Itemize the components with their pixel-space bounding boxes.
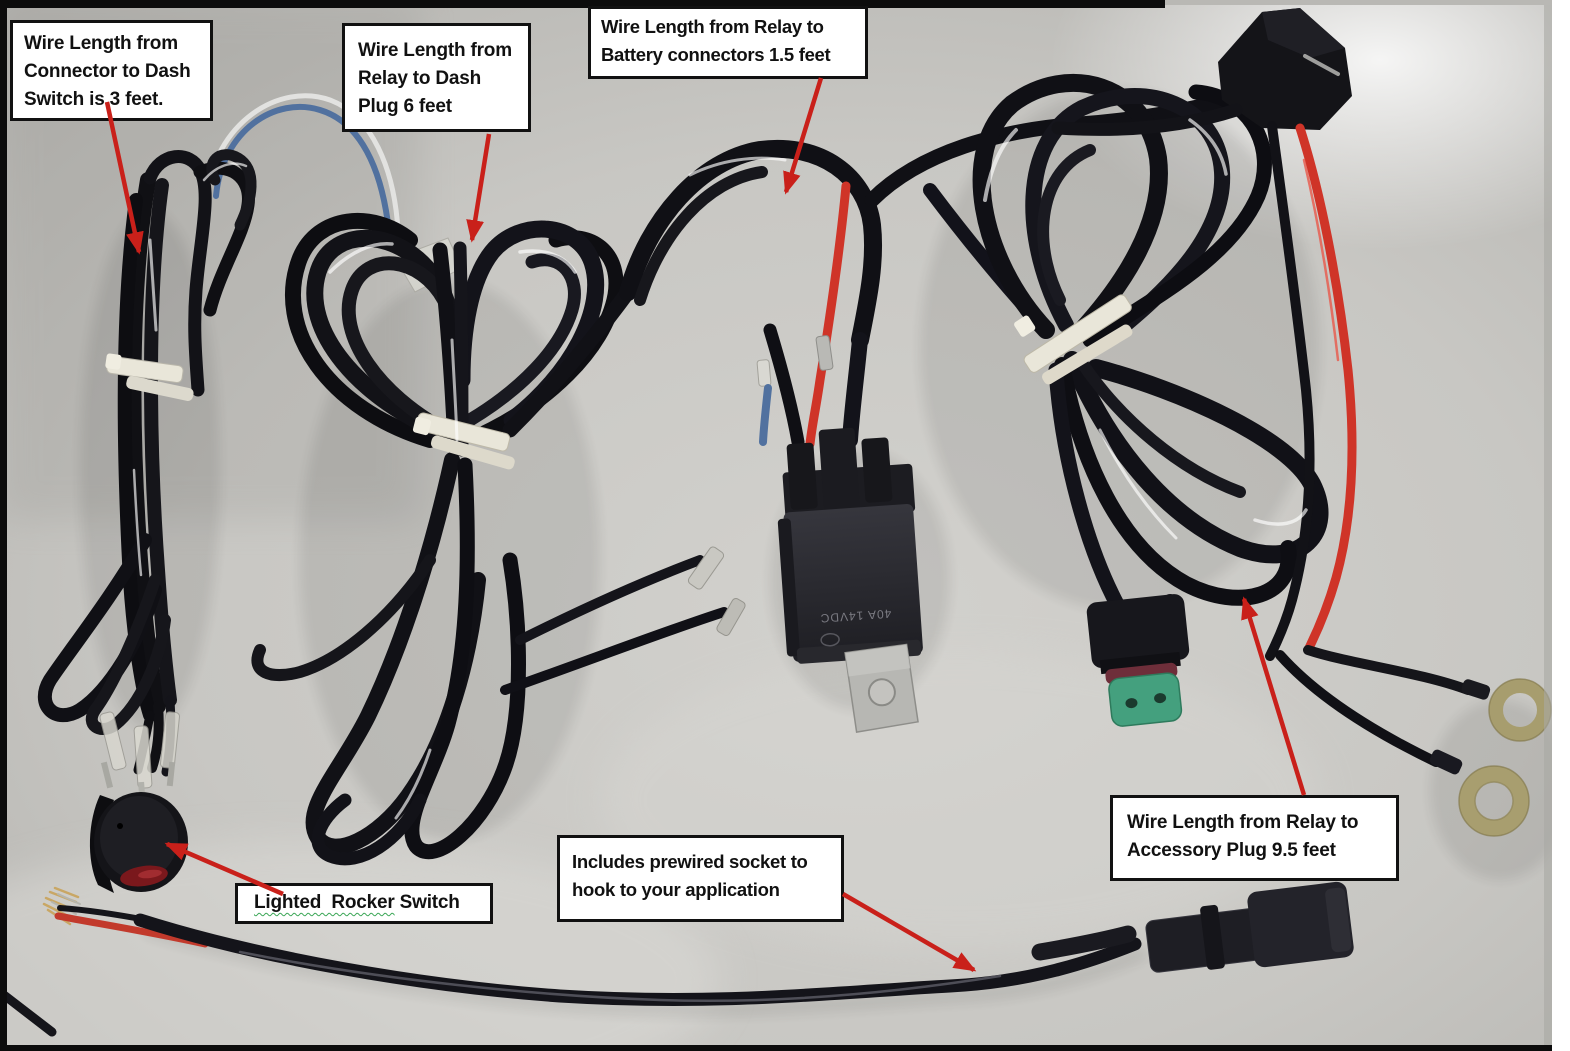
accessory-wire-coil (864, 74, 1329, 727)
battery-red-wire (1295, 123, 1357, 655)
ring-terminal-large (1459, 766, 1529, 836)
callout-rocker-underlined-text: Lighted Rocker (254, 892, 395, 913)
callout-relay-to-battery: Wire Length from Relay to Battery connec… (588, 6, 868, 79)
dt-plug-male (1145, 881, 1354, 973)
fuse-holder (1218, 8, 1352, 130)
prewired-socket-lead (0, 881, 1354, 1037)
callout-lighted-rocker-switch: Lighted Rocker Switch (235, 883, 493, 924)
zip-tie-left (105, 353, 194, 401)
crimp-terminals (99, 711, 180, 809)
relay-to-dash-plug-coil (251, 213, 636, 866)
relay-bracket (844, 643, 919, 733)
relay-with-mounting-bracket: 40A 14VDC (777, 427, 923, 733)
callout-relay-to-dash-plug: Wire Length from Relay to Dash Plug 6 fe… (342, 23, 531, 132)
deutsch-connector-female (1086, 594, 1190, 727)
lighted-rocker-switch (89, 792, 188, 893)
callout-rocker-rest-text: Switch (394, 892, 460, 913)
callout-prewired-socket: Includes prewired socket to hook to your… (557, 835, 844, 922)
zip-tie-middle (412, 412, 515, 470)
relay-marking: 40A 14VDC (819, 606, 892, 625)
wire-highlights (132, 118, 1308, 820)
callout-connector-to-dash-switch: Wire Length from Connector to Dash Switc… (10, 20, 213, 121)
relay-blue-wire (759, 384, 772, 446)
callout-relay-to-accessory-plug: Wire Length from Relay to Accessory Plug… (1110, 795, 1399, 881)
zip-tie-right (1014, 294, 1133, 385)
